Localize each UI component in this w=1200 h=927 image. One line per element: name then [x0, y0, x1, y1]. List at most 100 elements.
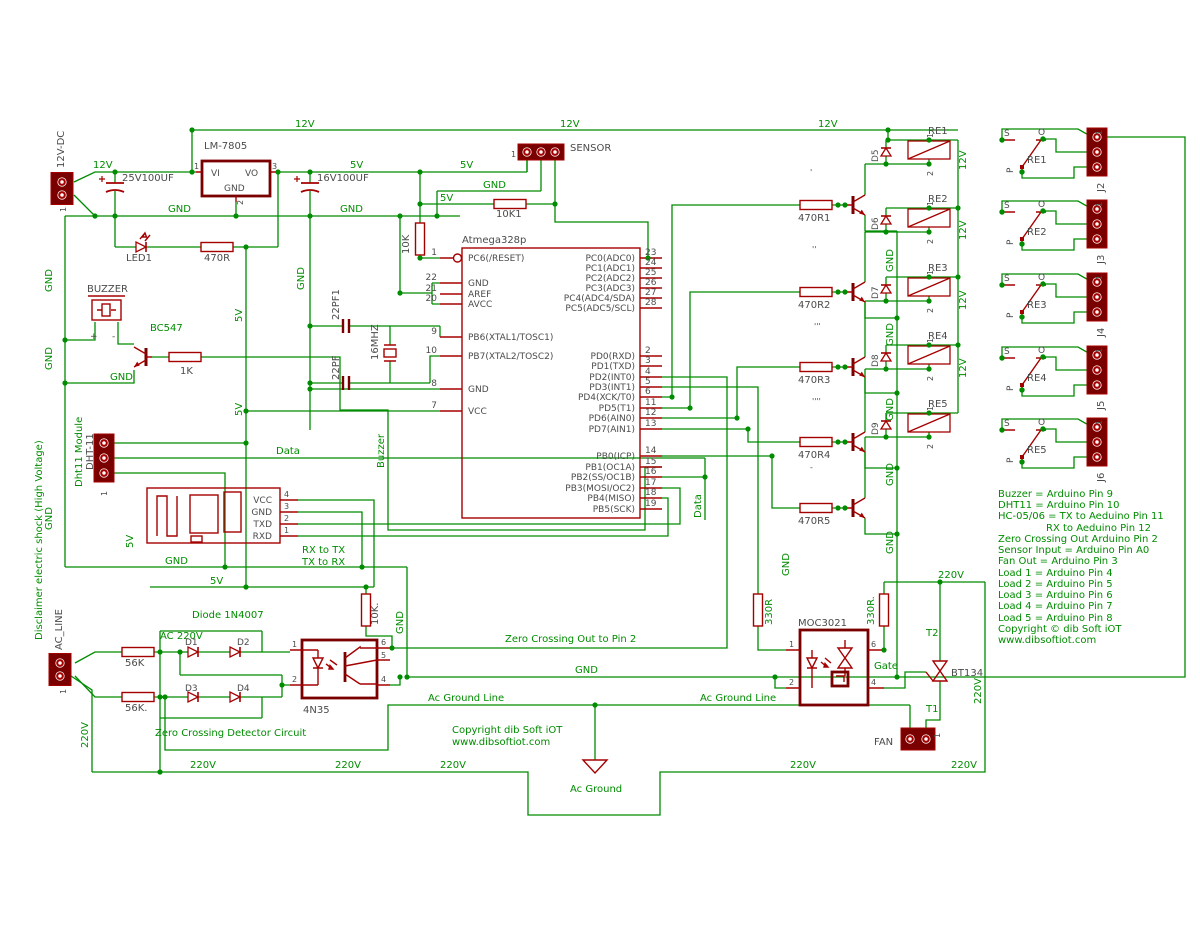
- net-label-12v: 12V: [818, 119, 838, 130]
- pin-num: 27: [645, 288, 656, 298]
- diode-d5-label: D5: [871, 149, 881, 162]
- optotriac-moc3021: [786, 628, 884, 707]
- pin-num: 13: [645, 419, 656, 429]
- res-470r2-label: 470R2: [798, 300, 830, 311]
- relay-re1-label: RE1: [928, 126, 948, 137]
- note-line: Load 3 = Arduino Pin 6: [998, 590, 1113, 601]
- relay-re3-label: RE3: [928, 263, 948, 274]
- resistor-470r: [200, 241, 234, 253]
- transistor-q1: [845, 193, 867, 217]
- net-label-gnd: GND: [885, 531, 896, 554]
- relay-re2-label: RE2: [928, 194, 948, 205]
- diode-1n4007-label: Diode 1N4007: [192, 610, 264, 621]
- ac-connector: [49, 654, 71, 686]
- relay-coil-re2: [907, 208, 951, 228]
- contact-name: RE4: [1027, 373, 1047, 384]
- net-label-5v: 5V: [350, 160, 363, 171]
- moc-pin1: 1: [789, 640, 794, 649]
- diode-d7: [880, 284, 892, 294]
- wires-mcu-left: [246, 325, 441, 412]
- v5-label: 5V: [125, 535, 136, 548]
- pin-name: PB5(SCK): [593, 505, 635, 515]
- cap2-value: 16V100UF: [317, 173, 369, 184]
- crystal-circuit: [341, 317, 397, 392]
- contact-o: O: [1038, 418, 1045, 428]
- pin-name: PB2(SS/OC1B): [571, 473, 635, 483]
- ac-pin-number: 1: [59, 689, 68, 694]
- regulator-vi: VI: [211, 169, 220, 179]
- regulator-vo: VO: [245, 169, 258, 179]
- pin-name: PD0(RXD): [591, 352, 635, 362]
- hc05-pin-number: 2: [284, 514, 289, 523]
- pin-num: 28: [645, 298, 657, 308]
- net-label-gnd: GND: [168, 204, 191, 215]
- net-label-gnd: GND: [885, 463, 896, 486]
- resistor-470r2: [799, 286, 833, 298]
- sensor-resistor-value: 10K1: [496, 209, 522, 220]
- dc-pin-number: 1: [59, 207, 68, 212]
- pin-num: 21: [426, 284, 437, 294]
- transistor-q5: [845, 496, 867, 520]
- dc-connector-label: 12V-DC: [56, 131, 67, 168]
- net-label-gnd: GND: [885, 249, 896, 272]
- dc-connector: [51, 173, 73, 205]
- note-line: RX to Aeduino Pin 12: [1046, 523, 1151, 534]
- cap-22pf1-value: 22PF1: [331, 289, 342, 320]
- coil-pin1: 1: [926, 270, 935, 275]
- pin-name: PC1(ADC1): [585, 264, 635, 274]
- resistor-1k-value: 1K: [180, 366, 193, 377]
- mcu-name: Atmega328p: [462, 235, 526, 246]
- net-label-220v: 220V: [80, 722, 91, 748]
- resistor-470r5: [799, 502, 833, 514]
- relay-re5-label: RE5: [928, 399, 948, 410]
- contact-name: RE2: [1027, 227, 1047, 238]
- contact-s: S: [1004, 129, 1010, 139]
- diode-d9-label: D9: [871, 422, 881, 435]
- pin-name: PB6(XTAL1/TOSC1): [468, 333, 553, 343]
- relay-coil-re4: [907, 345, 951, 365]
- mark: ''': [814, 322, 821, 331]
- ac-ground-line-label: Ac Ground Line: [700, 693, 776, 704]
- pin-name: AREF: [468, 290, 491, 300]
- hc05-pin-number: 4: [284, 490, 289, 499]
- conn-pin1: 1: [1095, 130, 1104, 135]
- net-label-12v: 12V: [93, 160, 113, 171]
- hc05-pin-vcc: VCC: [253, 496, 272, 506]
- mark: -: [810, 463, 813, 472]
- opto-pin4: 4: [381, 675, 386, 684]
- pin-name: PC2(ADC2): [585, 274, 635, 284]
- hc05-note2: TX to RX: [301, 557, 345, 568]
- regulator-gnd: GND: [224, 184, 245, 194]
- net-label-gnd: GND: [110, 372, 133, 383]
- conn-name: J5: [1096, 401, 1107, 411]
- buzzer-part: [88, 295, 125, 321]
- pin-name: PB4(MISO): [587, 494, 635, 504]
- res-470r4-label: 470R4: [798, 450, 830, 461]
- contact-p: P: [1006, 385, 1016, 391]
- contact-s: S: [1004, 201, 1010, 211]
- reset-resistor-value: 10K: [401, 234, 412, 254]
- pin-num: 22: [426, 273, 437, 283]
- net-label-12v: 12V: [560, 119, 580, 130]
- t1-label: T1: [925, 704, 938, 715]
- dht-name: DHT-11: [85, 433, 96, 470]
- contact-s: S: [1004, 274, 1010, 284]
- relay-coil-pin-labels: 1 2 1 2 1 2 1 2 1 2: [926, 133, 935, 449]
- net-label-5v: 5V: [440, 193, 453, 204]
- pin-name: PB7(XTAL2/TOSC2): [468, 352, 553, 362]
- net-label-12v: 12V: [958, 290, 969, 310]
- net-label-220v: 220V: [335, 760, 361, 771]
- coil-pin2: 2: [926, 444, 935, 449]
- coil-pin1: 1: [926, 133, 935, 138]
- coil-pin1: 1: [926, 201, 935, 206]
- wires-relay-contacts: [1001, 128, 1093, 469]
- coil-pin1: 1: [926, 338, 935, 343]
- zc-title: Zero Crossing Detector Circuit: [155, 728, 306, 739]
- diode-d5: [880, 147, 892, 157]
- regulator-name: LM-7805: [204, 141, 247, 152]
- diode-d8-label: D8: [871, 354, 881, 367]
- pin-name: PD4(XCK/T0): [578, 393, 635, 403]
- pin-name: PB0(ICP): [596, 452, 635, 462]
- contact-name: RE5: [1027, 445, 1047, 456]
- ac-ground-symbol: [581, 759, 609, 775]
